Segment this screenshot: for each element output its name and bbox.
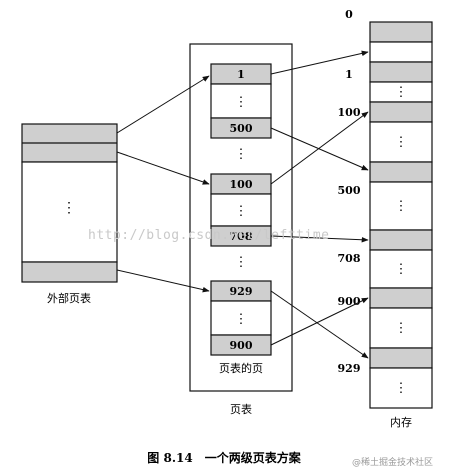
page-table-label: 页表 bbox=[230, 402, 252, 416]
entry-500: 500 bbox=[230, 122, 253, 135]
mem-ellipsis-6: ⋮ bbox=[395, 381, 408, 396]
arrow-outer-to-low bbox=[116, 269, 210, 293]
addr-100: 100 bbox=[338, 106, 361, 119]
outer-ellipsis: ⋮ bbox=[62, 200, 76, 216]
gap-ellipsis-1: ⋮ bbox=[235, 147, 248, 162]
addr-500: 500 bbox=[338, 184, 361, 197]
page-table-frame bbox=[189, 43, 293, 392]
inner-table-mid: 100 ⋮ 708 bbox=[210, 173, 272, 247]
arrow-outer-to-top bbox=[116, 75, 210, 134]
arrow-929-to-mem bbox=[270, 290, 369, 359]
entry-100: 100 bbox=[230, 178, 253, 191]
inner-table-top: 1 ⋮ 500 bbox=[210, 63, 272, 139]
entry-929: 929 bbox=[230, 285, 253, 298]
addr-0: 0 bbox=[345, 8, 353, 21]
figure-caption: 图 8.14 一个两级页表方案 bbox=[147, 450, 301, 465]
addr-1: 1 bbox=[345, 68, 353, 81]
watermark: http://blog.csdn.net/lefttime bbox=[88, 228, 330, 243]
inner-table-low: 929 ⋮ 900 bbox=[210, 280, 272, 356]
outer-page-table: ⋮ bbox=[21, 123, 118, 283]
entry-708: 708 bbox=[230, 230, 253, 243]
corner-mark: @稀土掘金技术社区 bbox=[352, 458, 434, 468]
addr-929: 929 bbox=[338, 362, 361, 375]
gap-ellipsis-2: ⋮ bbox=[235, 255, 248, 270]
arrows bbox=[116, 50, 369, 359]
arrow-outer-to-mid bbox=[116, 151, 210, 185]
mem-ellipsis-3: ⋮ bbox=[395, 199, 408, 214]
memory-column: ⋮ ⋮ ⋮ ⋮ ⋮ ⋮ bbox=[369, 21, 433, 409]
addr-900: 900 bbox=[338, 295, 361, 308]
page-of-table-label: 页表的页 bbox=[219, 361, 263, 375]
arrow-1-to-mem bbox=[270, 50, 369, 75]
mem-ellipsis-2: ⋮ bbox=[395, 135, 408, 150]
top-ellipsis: ⋮ bbox=[235, 95, 248, 110]
mem-ellipsis-4: ⋮ bbox=[395, 262, 408, 277]
entry-900: 900 bbox=[230, 339, 253, 352]
addr-708: 708 bbox=[338, 252, 361, 265]
arrow-500-to-mem bbox=[270, 127, 369, 171]
arrow-708-to-mem bbox=[270, 235, 369, 243]
arrow-900-to-mem bbox=[270, 297, 369, 346]
arrow-100-to-mem bbox=[270, 111, 369, 185]
memory-label: 内存 bbox=[390, 415, 412, 429]
mid-ellipsis: ⋮ bbox=[235, 204, 248, 219]
mem-ellipsis-1: ⋮ bbox=[395, 85, 408, 100]
mem-ellipsis-5: ⋮ bbox=[395, 321, 408, 336]
low-ellipsis: ⋮ bbox=[235, 312, 248, 327]
entry-1: 1 bbox=[237, 68, 245, 81]
outer-table-label: 外部页表 bbox=[47, 291, 91, 305]
